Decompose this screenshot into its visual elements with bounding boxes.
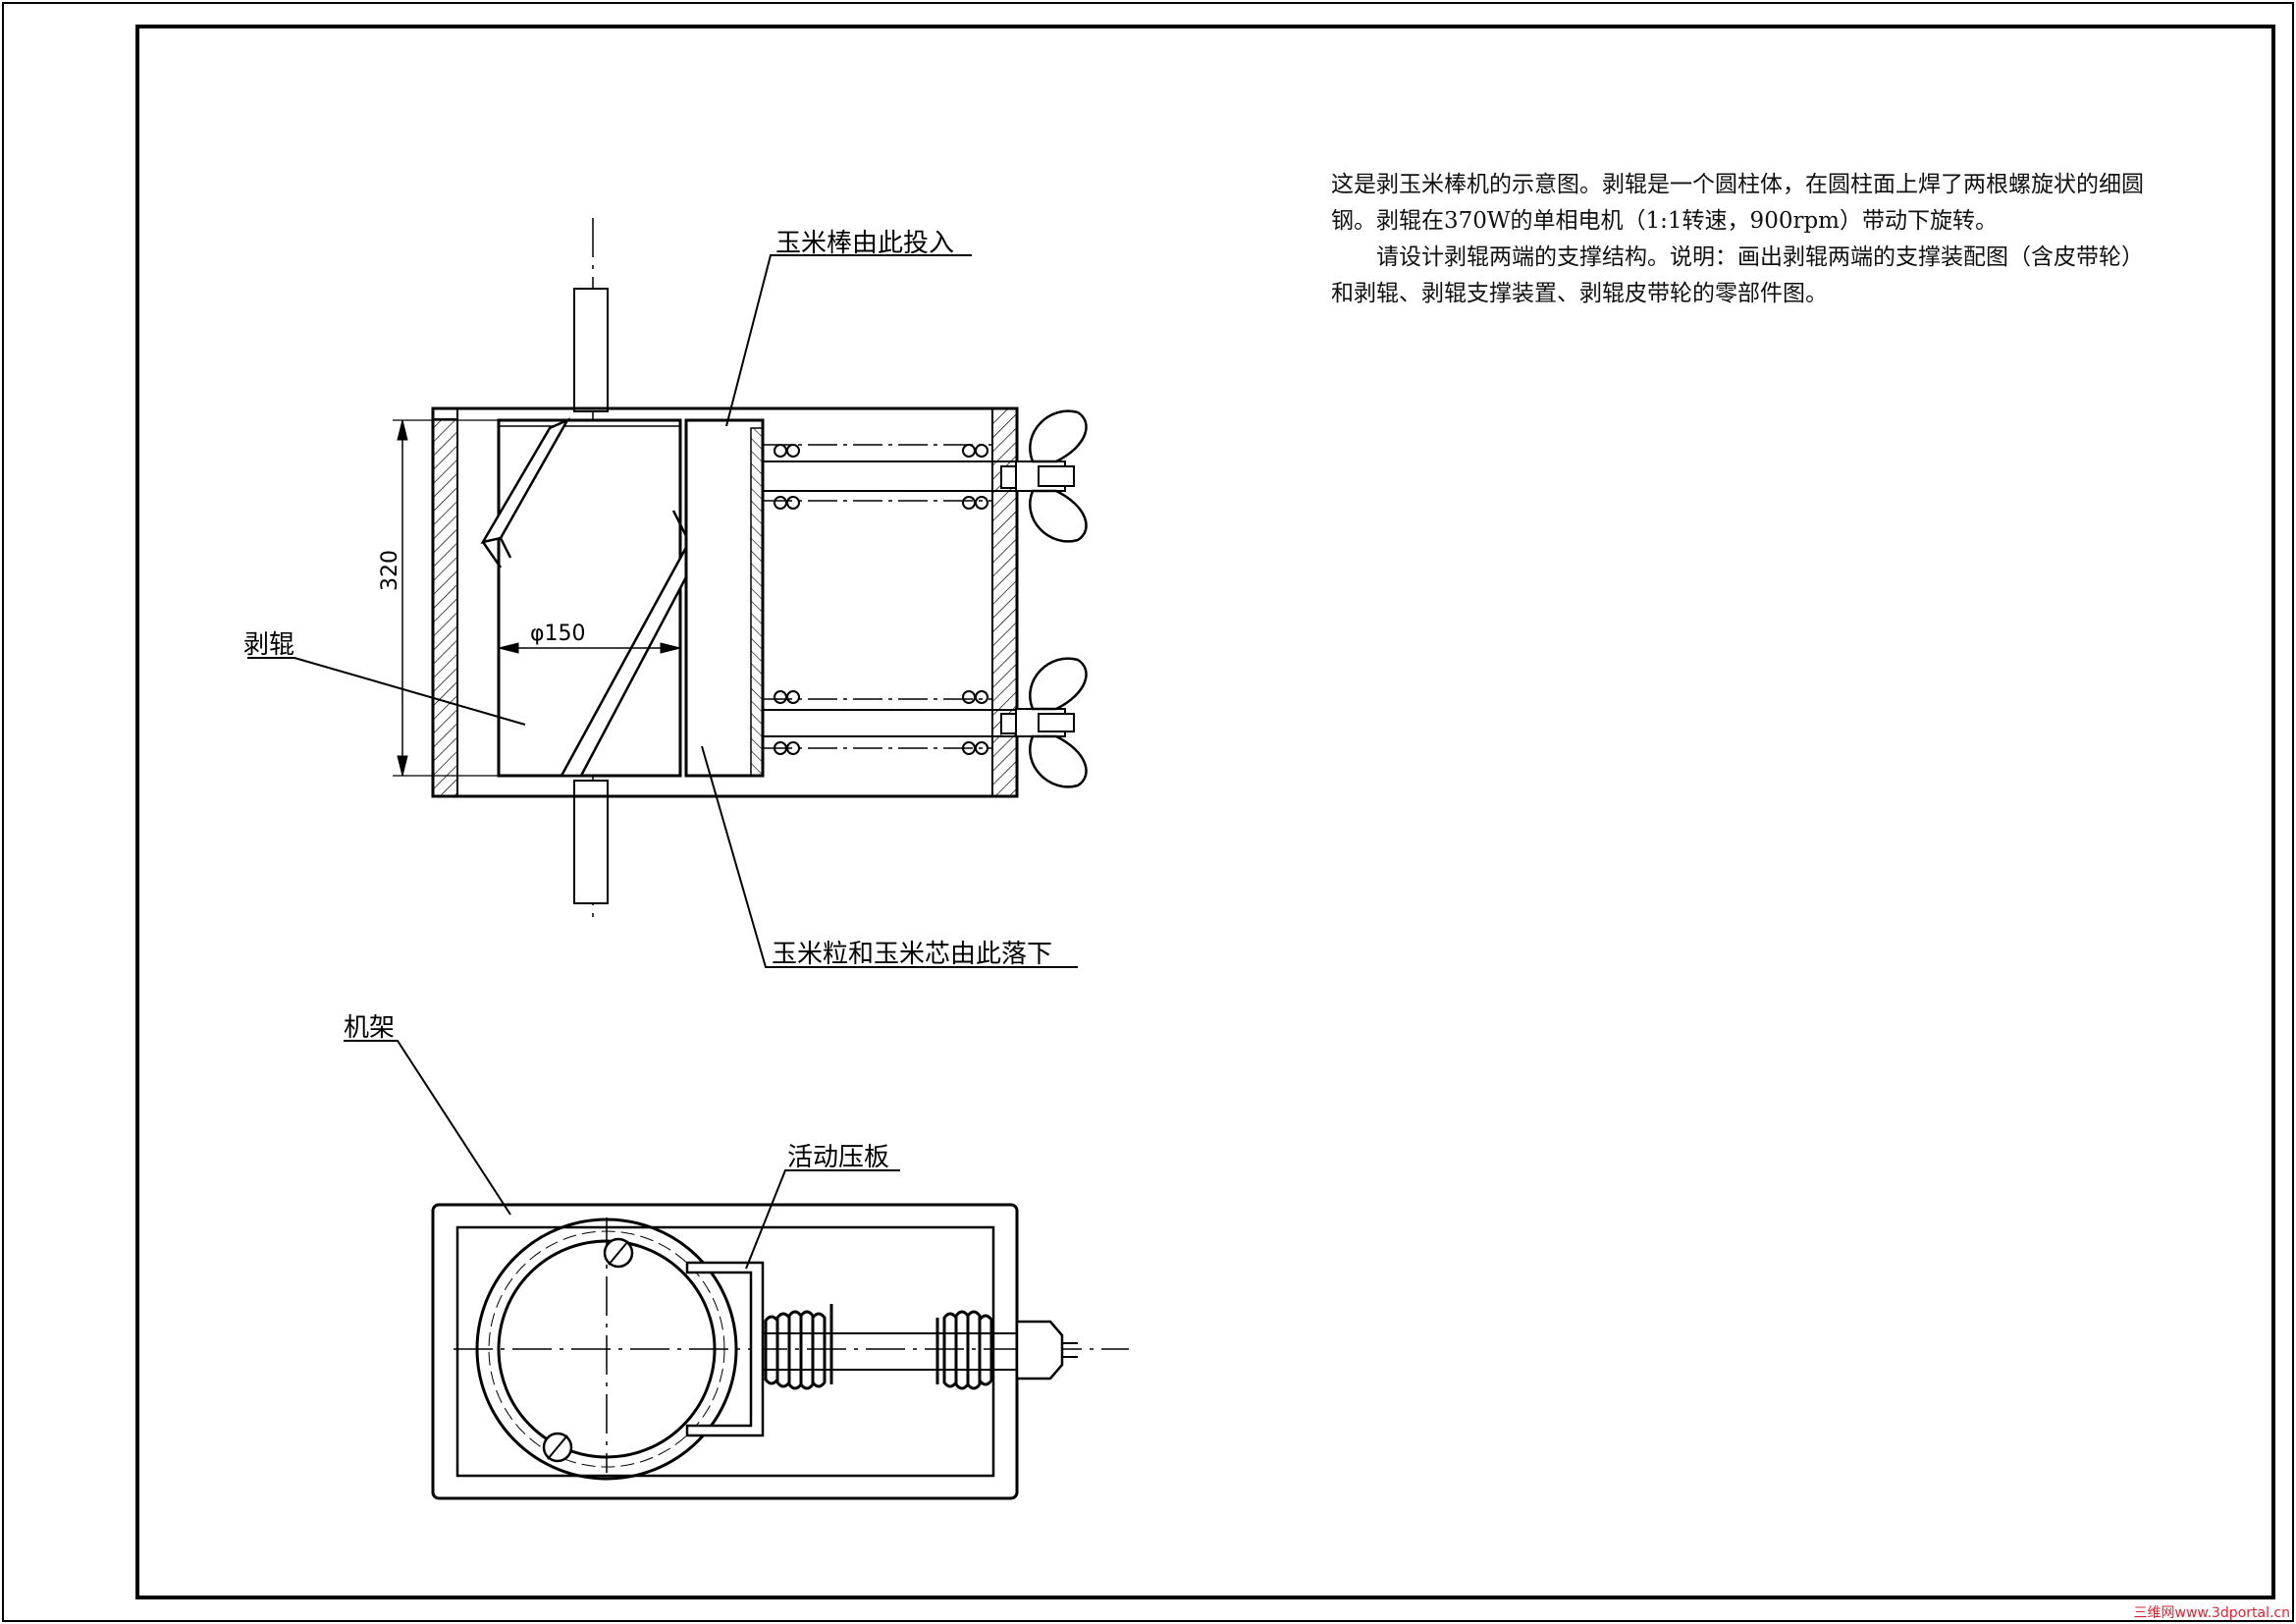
leader-inlet <box>725 254 972 427</box>
label-pressure-plate: 活动压板 <box>787 1143 889 1172</box>
lower-bolt <box>763 657 1088 788</box>
roller-cylinder <box>497 418 682 778</box>
description-paragraph-2: 请设计剥辊两端的支撑结构。说明：画出剥辊两端的支撑装配图（含皮带轮）和剥辊、剥辊… <box>1331 244 2144 306</box>
spring-left <box>764 1304 833 1390</box>
dimension-height <box>393 419 499 777</box>
upper-bolt <box>763 409 1088 543</box>
pressure-plate-side <box>684 418 765 778</box>
label-inlet: 玉米棒由此投入 <box>775 229 954 258</box>
top-view <box>344 1040 1129 1500</box>
front-view <box>247 218 1088 968</box>
wing-nut-upper <box>1029 409 1088 463</box>
leader-roller <box>247 657 526 726</box>
plate-hatch <box>750 427 764 777</box>
dimension-diameter <box>498 642 681 654</box>
shaft-top <box>573 288 609 412</box>
frame-inner <box>455 1225 995 1478</box>
dim-text-height: 320 <box>378 550 402 591</box>
label-roller: 剥辊 <box>243 630 294 660</box>
leader-outlet <box>701 745 1078 968</box>
label-frame: 机架 <box>344 1013 395 1043</box>
pressure-plate-bracket <box>685 1261 765 1437</box>
roller-ring-inner <box>497 1239 717 1459</box>
left-wall <box>432 418 458 797</box>
roller-ring-outer <box>475 1218 738 1481</box>
description-paragraph-1: 这是剥玉米棒机的示意图。剥辊是一个圆柱体，在圆柱面上焊了两根螺旋状的细圆钢。剥辊… <box>1331 172 2144 234</box>
watermark: 三维网www.3dportal.cn <box>2133 1605 2291 1621</box>
label-outlet: 玉米粒和玉米芯由此落下 <box>772 940 1052 969</box>
description-block: 这是剥玉米棒机的示意图。剥辊是一个圆柱体，在圆柱面上焊了两根螺旋状的细圆钢。剥辊… <box>1331 167 2156 312</box>
wing-nut-lower <box>1029 657 1088 711</box>
frame-outer <box>431 1203 1019 1500</box>
inner-border <box>135 25 2275 1599</box>
leader-pressure-plate <box>745 1169 900 1270</box>
spring-right <box>935 1310 993 1390</box>
end-nut <box>1015 1320 1064 1380</box>
dim-text-diameter: φ150 <box>530 622 586 646</box>
shaft-bottom <box>573 780 609 904</box>
leader-frame <box>344 1040 511 1216</box>
